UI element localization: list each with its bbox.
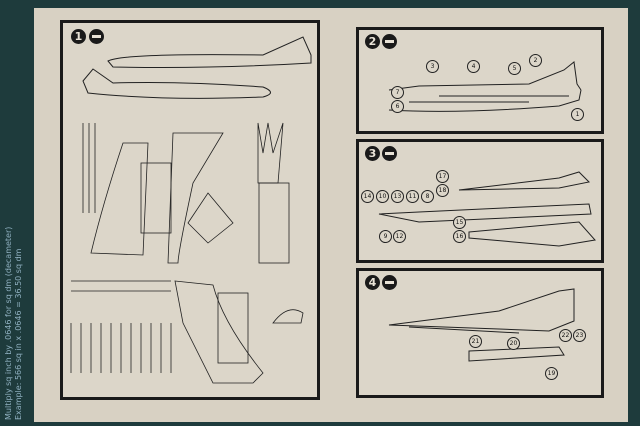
glue-tube-icon [382, 146, 397, 161]
callout-14: 14 [361, 190, 374, 203]
glue-tube-icon [382, 275, 397, 290]
step-1-panel: 1 [60, 20, 320, 400]
callout-22: 22 [559, 329, 572, 342]
wing-assembly-diagram [378, 171, 596, 247]
callout-18: 18 [436, 184, 449, 197]
final-assembly-diagram [388, 288, 575, 362]
callout-1: 1 [571, 108, 584, 121]
mat-text-line-1: Multiply sq inch by .0646 for sq dm (dec… [4, 226, 13, 420]
callout-7: 7 [391, 86, 404, 99]
mat-conversion-text: Multiply sq inch by .0646 for sq dm (dec… [4, 227, 24, 420]
mat-text-line-2: Example: 566 sq in x .0646 = 36.50 sq dm [14, 248, 23, 420]
callout-19: 19 [545, 367, 558, 380]
step-2-number: 2 [365, 34, 380, 49]
step-1-number: 1 [71, 29, 86, 44]
callout-20: 20 [507, 337, 520, 350]
callout-11: 11 [406, 190, 419, 203]
step-4-number: 4 [365, 275, 380, 290]
parts-diagram [70, 36, 312, 384]
fuselage-assembly-diagram [388, 61, 582, 112]
callout-5: 5 [508, 62, 521, 75]
callout-16: 16 [453, 230, 466, 243]
step-3-number: 3 [365, 146, 380, 161]
step-3-panel: 3 8 9 10 11 12 13 14 15 16 17 18 [356, 139, 604, 263]
callout-10: 10 [376, 190, 389, 203]
callout-2: 2 [529, 54, 542, 67]
callout-13: 13 [391, 190, 404, 203]
callout-4: 4 [467, 60, 480, 73]
callout-6: 6 [391, 100, 404, 113]
callout-15: 15 [453, 216, 466, 229]
callout-3: 3 [426, 60, 439, 73]
callout-12: 12 [393, 230, 406, 243]
callout-17: 17 [436, 170, 449, 183]
glue-tube-icon [382, 34, 397, 49]
glue-tube-icon [89, 29, 104, 44]
step-2-panel: 2 1 2 3 4 5 6 7 [356, 27, 604, 134]
callout-8: 8 [421, 190, 434, 203]
callout-23: 23 [573, 329, 586, 342]
step-4-panel: 4 19 20 21 22 23 [356, 268, 604, 398]
callout-9: 9 [379, 230, 392, 243]
callout-21: 21 [469, 335, 482, 348]
